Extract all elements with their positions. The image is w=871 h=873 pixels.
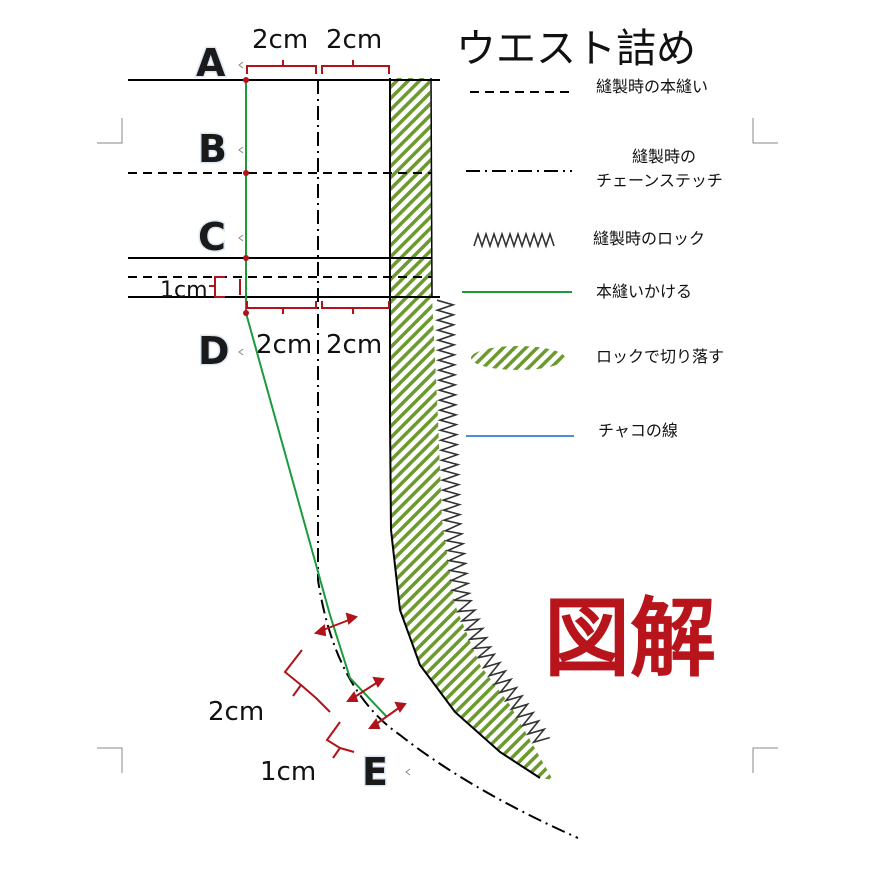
point-label-c: C	[198, 215, 226, 259]
dim-lower-1cm: 1cm	[260, 757, 316, 787]
horizontal-lines	[128, 79, 440, 298]
chain-stitch-line	[317, 80, 579, 839]
dimension-brackets	[209, 60, 390, 759]
dim-mid-left: 2cm	[256, 330, 312, 360]
point-label-b: B	[198, 127, 227, 171]
cut-off-hatch-region	[390, 78, 553, 780]
point-label-e: E	[362, 750, 388, 794]
crop-marks	[97, 118, 778, 773]
dim-top-left: 2cm	[252, 25, 308, 55]
legend-cut: ロックで切り落す	[596, 347, 724, 366]
label-return-marks	[238, 61, 411, 776]
width-arrows	[313, 612, 407, 729]
dim-top-right: 2cm	[326, 25, 382, 55]
overlock-zigzag	[434, 299, 550, 744]
page-title: ウエスト詰め	[456, 26, 696, 72]
point-label-d: D	[198, 329, 230, 373]
hatch-right-edge	[430, 77, 433, 298]
new-seam-green	[245, 80, 387, 717]
legend-lock: 縫製時のロック	[593, 229, 705, 248]
legend-symbols	[462, 91, 574, 437]
dim-one-cm: 1cm	[160, 278, 208, 303]
zukai-big-label: 図解	[544, 589, 716, 689]
legend-main-seam: 縫製時の本縫い	[596, 77, 708, 96]
legend-chain-line1: 縫製時の	[632, 147, 696, 166]
legend-chalk: チャコの線	[598, 421, 678, 440]
original-side-seam	[389, 78, 541, 779]
dim-lower-2cm: 2cm	[208, 697, 264, 727]
dim-mid-right: 2cm	[326, 330, 382, 360]
legend-chain-line2: チェーンステッチ	[596, 171, 723, 190]
seam-point-dots	[243, 77, 249, 316]
legend-stitch: 本縫いかける	[596, 282, 692, 301]
point-label-a: A	[196, 41, 226, 85]
